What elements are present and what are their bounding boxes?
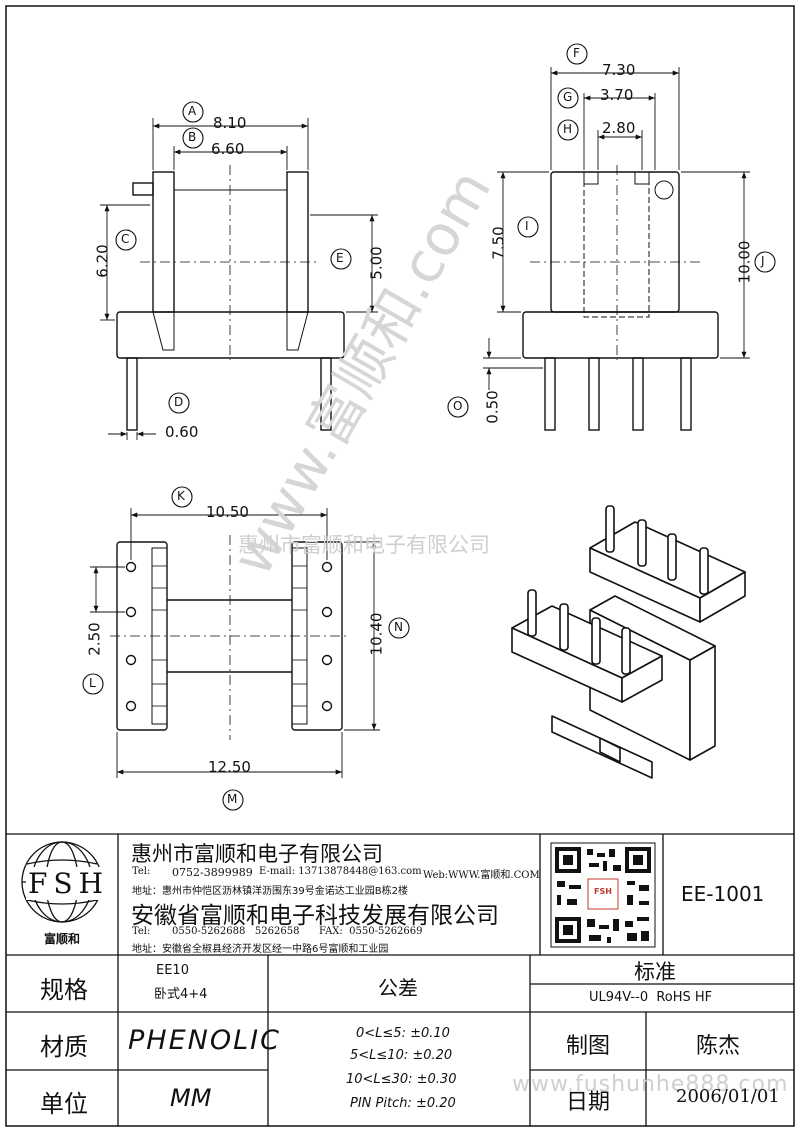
company-watermark: 惠州市富顺和电子有限公司 [238, 533, 490, 557]
standard-label: 标准 [634, 960, 676, 984]
dim-value-o: 0.50 [483, 390, 502, 424]
dim-letter-l: L [89, 676, 96, 690]
front-view [116, 165, 345, 431]
dim-letter-d: D [174, 395, 184, 409]
company1-email: E-mail: 13713878448@163.com [259, 866, 422, 877]
dim-value-d: 0.60 [165, 423, 199, 441]
material-value: PHENOLIC [128, 1025, 281, 1056]
dimension-label-circles [82, 43, 776, 811]
drawn-label: 制图 [566, 1034, 611, 1059]
dim-letter-k: K [177, 489, 185, 503]
dim-value-b: 6.60 [211, 140, 245, 158]
tolerance-label: 公差 [378, 976, 418, 1000]
dim-value-f: 7.30 [602, 61, 636, 79]
date-value: 2006/01/01 [676, 1086, 780, 1107]
dim-letter-b: B [188, 130, 197, 144]
dim-letter-j: J [761, 254, 765, 268]
dim-letter-i: I [525, 219, 529, 233]
company1-tel-label: Tel: [132, 866, 151, 877]
company1-tel: 0752-3899989 [172, 866, 253, 879]
part-number: EE-1001 [681, 882, 765, 906]
unit-label: 单位 [40, 1090, 88, 1118]
logo-caption: 富顺和 [44, 932, 81, 946]
company2-tel: 0550-5262688 5262658 [172, 926, 300, 937]
side-view [522, 165, 719, 431]
dim-letter-c: C [121, 232, 130, 246]
dim-value-j: 10.00 [735, 240, 754, 284]
qr-code-icon [550, 842, 656, 948]
spec-label: 规格 [40, 976, 88, 1004]
dim-letter-n: N [394, 620, 403, 634]
website-watermark: www.fushunhe888.com [512, 1072, 789, 1097]
dim-value-e: 5.00 [367, 246, 386, 280]
spec-value-type: 卧式4+4 [154, 987, 208, 1002]
dim-value-a: 8.10 [213, 114, 247, 132]
tolerance-2: 5<L≤10: ±0.20 [350, 1048, 453, 1063]
spec-value-model: EE10 [156, 963, 189, 978]
date-label: 日期 [566, 1090, 611, 1115]
title-block [6, 833, 794, 1126]
tolerance-4: PIN Pitch: ±0.20 [350, 1096, 456, 1111]
company1-address: 地址：惠州市仲恺区沥林镇洋沥围东39号金诺达工业园B栋2楼 [132, 886, 408, 897]
material-label: 材质 [40, 1033, 88, 1061]
dim-letter-f: F [573, 46, 580, 60]
company-name-huizhou: 惠州市富顺和电子有限公司 [131, 842, 383, 866]
dim-value-i: 7.50 [489, 226, 508, 260]
dim-value-h: 2.80 [602, 119, 636, 137]
company2-address: 地址：安徽省全椒县经济开发区经一中路6号富顺和工业园 [132, 944, 389, 955]
dim-value-c: 6.20 [93, 244, 112, 278]
unit-value: MM [170, 1084, 212, 1112]
dim-letter-m: M [227, 792, 238, 806]
dim-value-g: 3.70 [600, 86, 634, 104]
front-view-dimensions [100, 118, 378, 440]
bottom-view [110, 535, 350, 740]
standard-value: UL94V--0 RoHS HF [589, 990, 713, 1005]
dim-letter-h: H [563, 122, 573, 136]
dim-value-m: 12.50 [208, 758, 251, 776]
dim-letter-a: A [188, 104, 197, 118]
dim-value-k: 10.50 [206, 503, 249, 521]
logo-text: FSH [26, 867, 112, 900]
dim-letter-o: O [453, 399, 463, 413]
side-view-dimensions [483, 67, 750, 390]
qr-caption: FSH [594, 887, 612, 896]
tolerance-3: 10<L≤30: ±0.30 [346, 1072, 457, 1087]
sheet-border [5, 5, 795, 1127]
dim-letter-e: E [336, 251, 344, 265]
bottom-view-dimensions [90, 508, 380, 778]
dim-letter-g: G [563, 90, 573, 104]
tolerance-1: 0<L≤5: ±0.10 [356, 1026, 450, 1041]
dim-value-l: 2.50 [85, 622, 104, 656]
company2-tel-label: Tel: [132, 926, 151, 937]
drawn-value: 陈杰 [696, 1034, 741, 1059]
dim-value-n: 10.40 [367, 612, 386, 656]
company2-fax: FAX: 0550-5262669 [319, 926, 423, 937]
company1-web: Web:WWW.富顺和.COM [423, 870, 540, 881]
company-name-anhui: 安徽省富顺和电子科技发展有限公司 [131, 903, 499, 929]
isometric-view [511, 505, 746, 779]
